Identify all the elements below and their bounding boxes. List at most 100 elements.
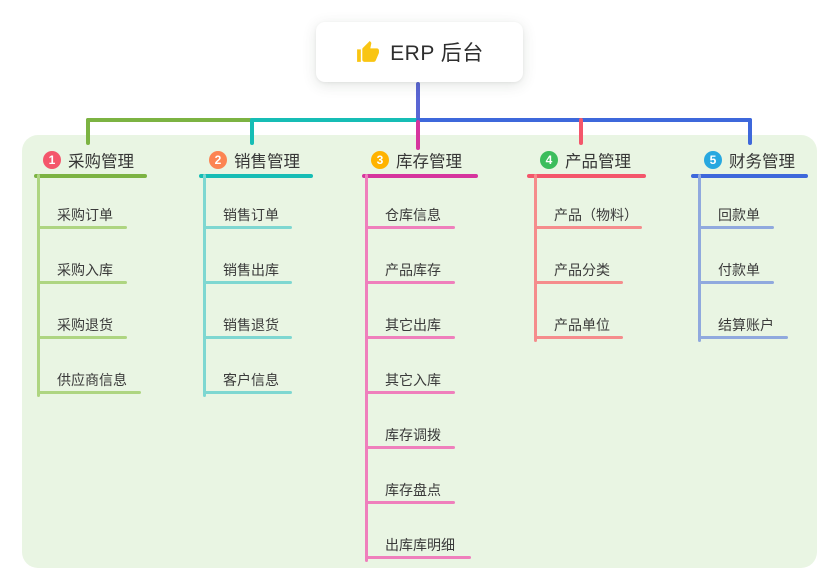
child-node[interactable]: 销售出库 [203, 260, 292, 284]
branch-node-finance[interactable]: 5 财务管理 [704, 148, 795, 172]
child-node[interactable]: 结算账户 [698, 315, 788, 339]
child-node[interactable]: 供应商信息 [37, 370, 141, 394]
mindmap-panel [22, 135, 817, 568]
child-label: 供应商信息 [57, 372, 127, 388]
child-node[interactable]: 采购入库 [37, 260, 127, 284]
branch-label: 财务管理 [729, 153, 795, 171]
child-underline [534, 226, 642, 229]
child-node[interactable]: 库存盘点 [365, 480, 455, 504]
branch-trunk-line [203, 174, 206, 397]
child-underline [203, 226, 292, 229]
branch-inventory: 3 库存管理 仓库信息 产品库存 其它出库 其它入库 库存调拨 库存盘点 [362, 0, 525, 588]
child-label: 产品单位 [554, 317, 610, 333]
child-underline [534, 281, 623, 284]
child-node[interactable]: 采购退货 [37, 315, 127, 339]
child-underline [365, 336, 455, 339]
branch-trunk-line [37, 174, 40, 397]
branch-label: 产品管理 [565, 153, 631, 171]
child-underline [365, 281, 455, 284]
number-badge-4: 4 [540, 151, 558, 169]
connector-bus-blue [416, 118, 752, 122]
child-node[interactable]: 客户信息 [203, 370, 292, 394]
child-label: 仓库信息 [385, 207, 441, 223]
branch-underline [691, 174, 808, 178]
child-underline [365, 501, 455, 504]
child-label: 采购订单 [57, 207, 113, 223]
child-underline [698, 226, 774, 229]
child-node[interactable]: 产品库存 [365, 260, 455, 284]
branch-underline [34, 174, 147, 178]
child-underline [203, 336, 292, 339]
branch-label: 采购管理 [68, 153, 134, 171]
child-node[interactable]: 采购订单 [37, 205, 127, 229]
branch-underline [527, 174, 646, 178]
child-label: 结算账户 [718, 317, 774, 333]
child-node[interactable]: 库存调拨 [365, 425, 455, 449]
child-underline [365, 446, 455, 449]
child-node[interactable]: 其它出库 [365, 315, 455, 339]
child-node[interactable]: 产品单位 [534, 315, 623, 339]
child-node[interactable]: 付款单 [698, 260, 774, 284]
child-label: 采购退货 [57, 317, 113, 333]
child-label: 其它入库 [385, 372, 441, 388]
child-node[interactable]: 仓库信息 [365, 205, 455, 229]
branch-node-inventory[interactable]: 3 库存管理 [371, 148, 462, 172]
number-badge-2: 2 [209, 151, 227, 169]
child-underline [365, 391, 455, 394]
root-title: ERP 后台 [390, 42, 484, 65]
child-node[interactable]: 产品分类 [534, 260, 623, 284]
branch-trunk-line [698, 174, 701, 342]
branch-finance: 5 财务管理 回款单 付款单 结算账户 [691, 0, 839, 588]
child-underline [534, 336, 623, 339]
connector-drop-teal [250, 118, 254, 145]
child-underline [203, 281, 292, 284]
child-label: 客户信息 [223, 372, 279, 388]
branch-label: 销售管理 [234, 153, 300, 171]
child-underline [37, 391, 141, 394]
child-node[interactable]: 出库库明细 [365, 535, 471, 559]
branch-sales: 2 销售管理 销售订单 销售出库 销售退货 客户信息 [199, 0, 363, 588]
child-node[interactable]: 产品（物料） [534, 205, 642, 229]
thumbs-up-icon [357, 40, 380, 62]
child-label: 其它出库 [385, 317, 441, 333]
child-label: 产品库存 [385, 262, 441, 278]
child-label: 付款单 [718, 262, 760, 278]
root-node-erp[interactable]: ERP 后台 [316, 22, 523, 82]
connector-bus-teal [250, 118, 418, 122]
child-underline [698, 336, 788, 339]
child-node[interactable]: 销售订单 [203, 205, 292, 229]
child-label: 回款单 [718, 207, 760, 223]
branch-node-product[interactable]: 4 产品管理 [540, 148, 631, 172]
child-underline [365, 556, 471, 559]
number-badge-5: 5 [704, 151, 722, 169]
child-underline [37, 226, 127, 229]
child-label: 库存调拨 [385, 427, 441, 443]
child-node[interactable]: 销售退货 [203, 315, 292, 339]
child-label: 销售退货 [223, 317, 279, 333]
child-label: 销售订单 [223, 207, 279, 223]
connector-bus-green [86, 118, 252, 122]
child-underline [203, 391, 292, 394]
branch-underline [199, 174, 313, 178]
child-underline [37, 336, 127, 339]
connector-drop-green [86, 118, 90, 145]
child-node[interactable]: 其它入库 [365, 370, 455, 394]
connector-drop-magenta [416, 120, 420, 150]
child-label: 库存盘点 [385, 482, 441, 498]
child-underline [365, 226, 455, 229]
branch-trunk-line [365, 174, 368, 562]
branch-underline [362, 174, 478, 178]
branch-purchase: 1 采购管理 采购订单 采购入库 采购退货 供应商信息 [34, 0, 197, 588]
branch-node-sales[interactable]: 2 销售管理 [209, 148, 300, 172]
number-badge-3: 3 [371, 151, 389, 169]
branch-trunk-line [534, 174, 537, 342]
branch-label: 库存管理 [396, 153, 462, 171]
connector-drop-red [579, 118, 583, 145]
child-underline [37, 281, 127, 284]
branch-node-purchase[interactable]: 1 采购管理 [43, 148, 134, 172]
branch-product: 4 产品管理 产品（物料） 产品分类 产品单位 [527, 0, 694, 588]
child-label: 销售出库 [223, 262, 279, 278]
child-node[interactable]: 回款单 [698, 205, 774, 229]
number-badge-1: 1 [43, 151, 61, 169]
